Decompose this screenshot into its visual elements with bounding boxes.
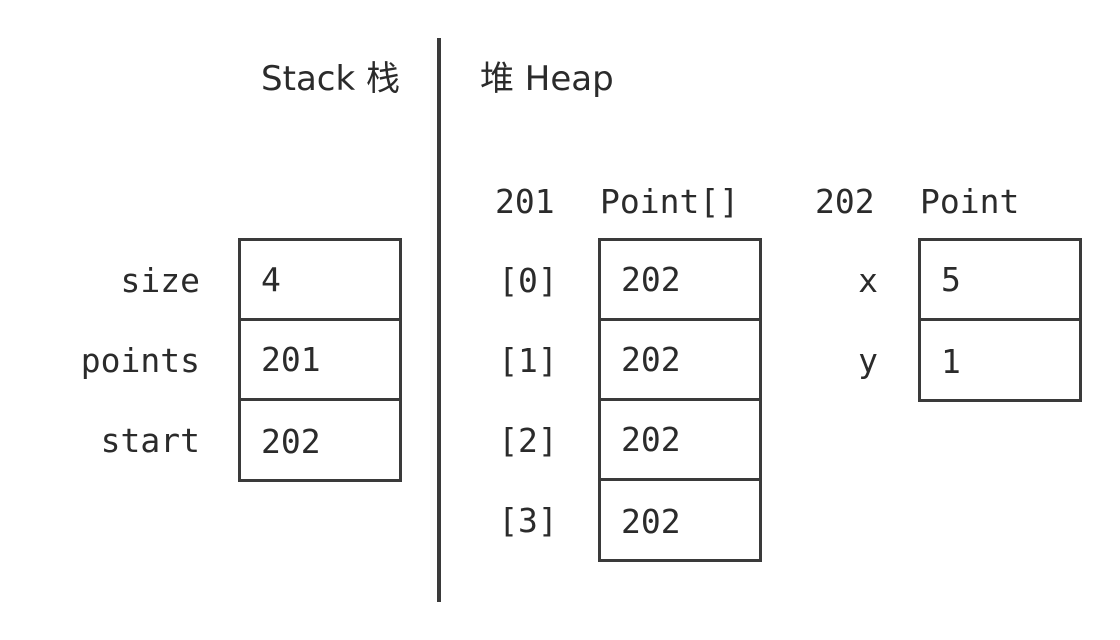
- point-field-y: 1: [941, 341, 961, 381]
- array-element: 202: [601, 401, 759, 481]
- array-index: [3]: [498, 500, 558, 540]
- stack-cell-points: 201: [241, 321, 399, 401]
- array-element: 202: [621, 501, 681, 541]
- point-field-name-x: x: [858, 260, 878, 300]
- stack-heading: Stack 栈: [261, 59, 400, 99]
- stack-var-name-size: size: [120, 260, 200, 300]
- array-index: [1]: [498, 340, 558, 380]
- array-element: 202: [601, 321, 759, 401]
- stack-var-name-points: points: [80, 340, 200, 380]
- stack-cell-start: 202: [261, 421, 321, 461]
- array-index: [0]: [498, 260, 558, 300]
- stack-cell-size: 4: [241, 241, 399, 321]
- heap-object-array: 202 202 202 202: [598, 238, 762, 562]
- stack-frame: 4 201 202: [238, 238, 402, 482]
- array-indices: [0] [1] [2] [3]: [490, 240, 566, 560]
- heap-object-address: 202: [815, 182, 875, 221]
- stack-heap-divider: [437, 38, 441, 602]
- stack-variable-names: size points start: [40, 240, 200, 480]
- array-index: [2]: [498, 420, 558, 460]
- array-element: 202: [601, 241, 759, 321]
- stack-var-name-start: start: [100, 420, 200, 460]
- point-field-names: x y: [830, 240, 906, 400]
- heap-object-type: Point: [920, 182, 1020, 221]
- point-field-name-y: y: [858, 340, 878, 380]
- heap-heading: 堆 Heap: [480, 59, 614, 99]
- point-field-x: 5: [921, 241, 1079, 321]
- heap-object-point: 5 1: [918, 238, 1082, 402]
- heap-object-type: Point[]: [600, 182, 740, 221]
- heap-object-address: 201: [495, 182, 555, 221]
